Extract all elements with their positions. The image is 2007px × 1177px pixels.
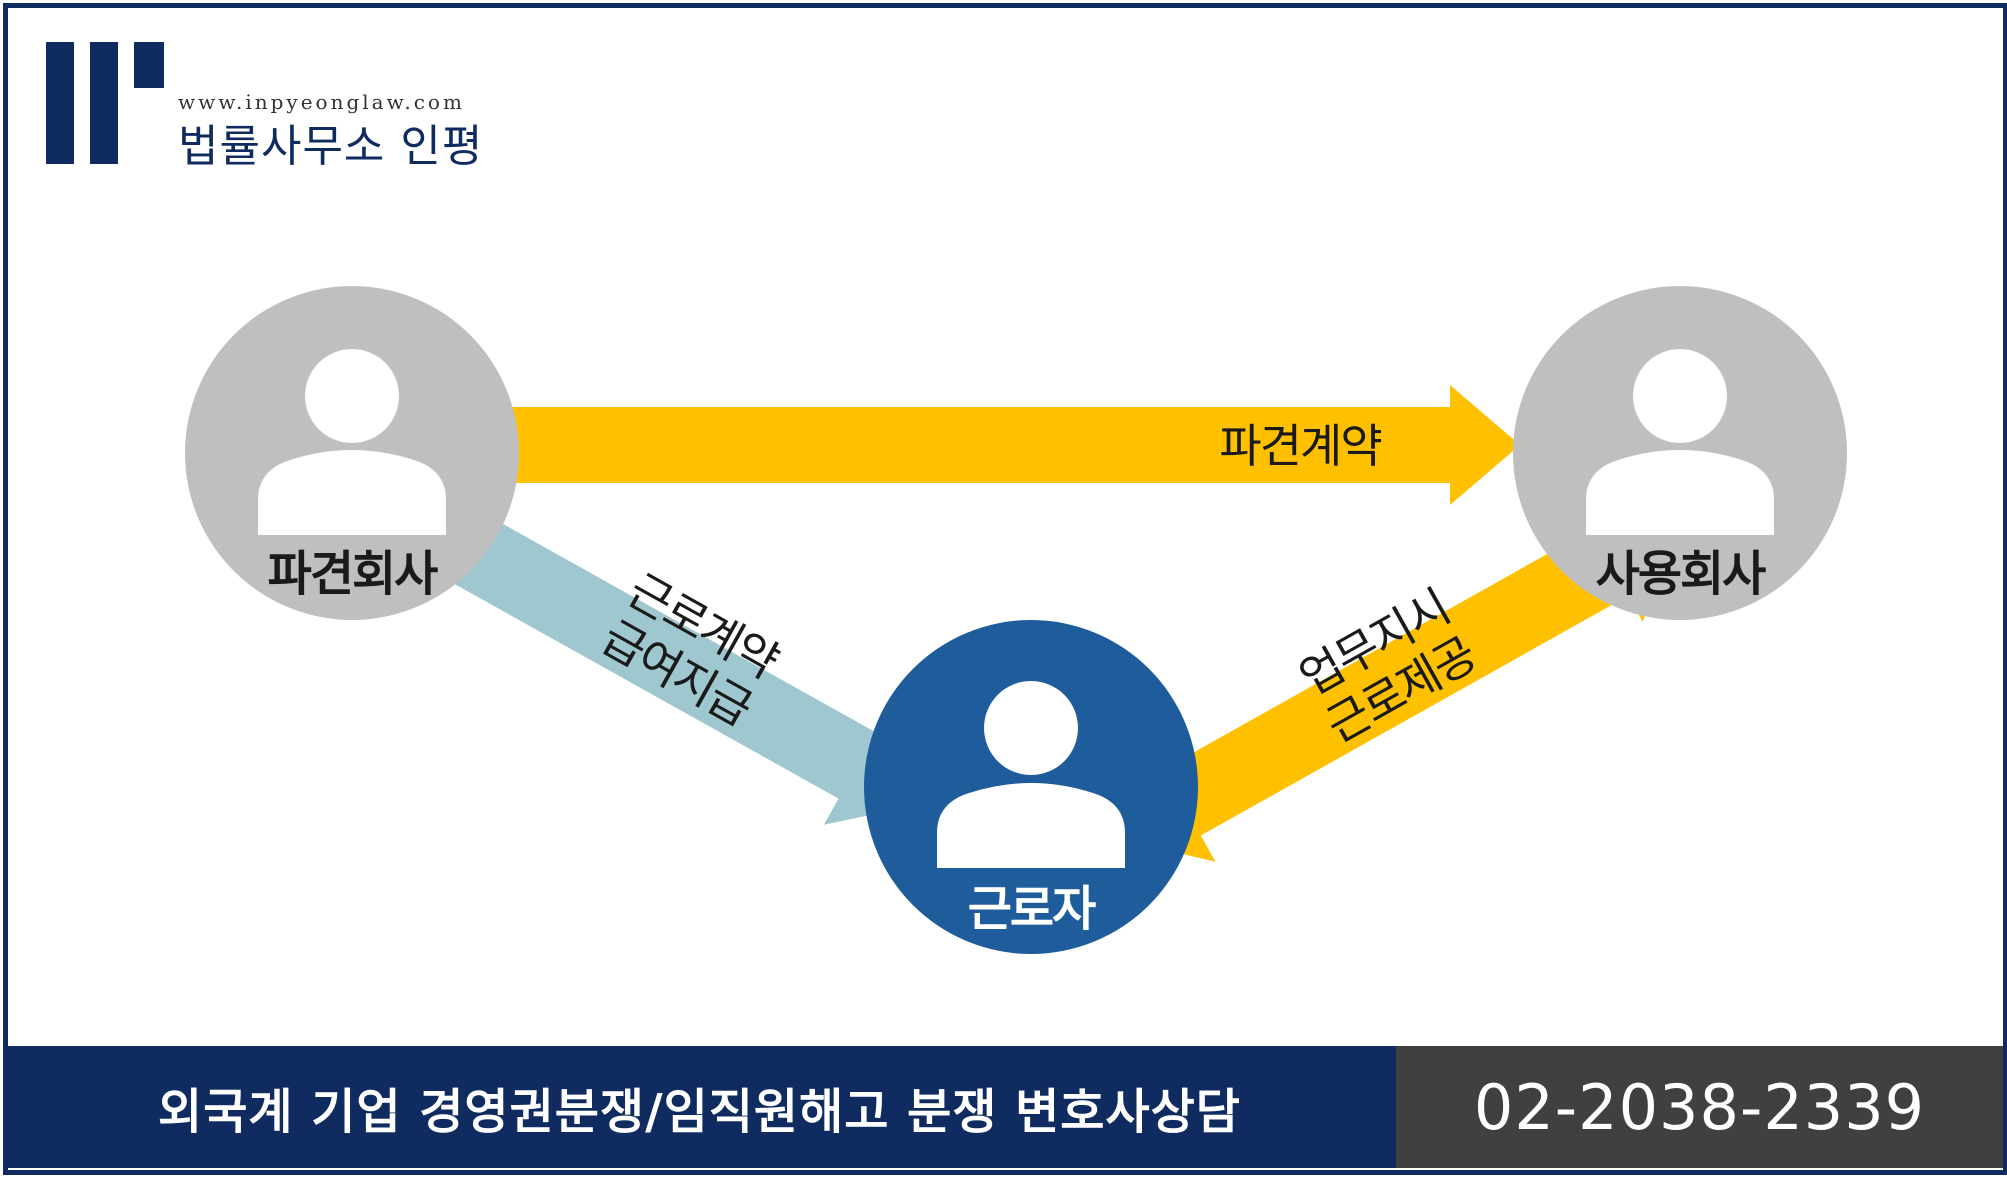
dispatch-company-node <box>185 286 519 620</box>
consultation-banner[interactable]: 외국계 기업 경영권분쟁/임직원해고 분쟁 변호사상담 <box>3 1046 1396 1168</box>
logo-firm-name: 법률사무소 인평 <box>178 121 484 172</box>
worker-label: 근로자 <box>968 881 1096 937</box>
person-icon <box>1586 349 1774 535</box>
dispatch-contract-arrow <box>500 385 1520 505</box>
worker-node <box>864 620 1198 954</box>
dispatch-contract-label: 파견계약 <box>1219 419 1381 473</box>
person-icon <box>937 681 1125 868</box>
phone-number[interactable]: 02-2038-2339 <box>1396 1046 2003 1168</box>
user-company-node <box>1513 286 1847 620</box>
work-instruction-arrow <box>1117 503 1675 862</box>
person-icon <box>258 349 446 535</box>
firm-logo[interactable]: www.inpyeonglaw.com 법률사무소 인평 <box>46 42 482 172</box>
employment-contract-arrow <box>368 470 926 825</box>
logo-mark-icon <box>46 42 164 164</box>
user-company-label: 사용회사 <box>1596 546 1766 602</box>
dispatch-company-label: 파견회사 <box>268 546 438 602</box>
logo-url: www.inpyeonglaw.com <box>178 90 465 114</box>
